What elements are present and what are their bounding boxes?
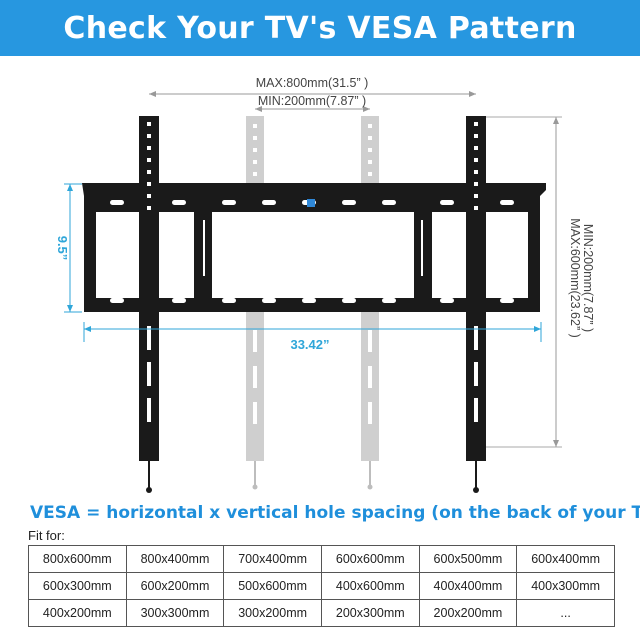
table-cell: 400x600mm <box>320 572 420 600</box>
table-cell: 800x400mm <box>125 545 225 573</box>
table-cell: ... <box>516 599 615 627</box>
table-cell: 200x300mm <box>320 599 420 627</box>
table-row: 800x600mm 800x400mm 700x400mm 600x600mm … <box>28 545 615 573</box>
bracket-width-label: 33.42” <box>290 337 329 352</box>
table-cell: 600x400mm <box>516 545 615 573</box>
title-banner: Check Your TV's VESA Pattern <box>0 0 640 56</box>
table-cell: 400x200mm <box>28 599 127 627</box>
table-cell: 800x600mm <box>28 545 127 573</box>
vesa-size-table: 800x600mm 800x400mm 700x400mm 600x600mm … <box>28 545 615 627</box>
table-cell: 300x300mm <box>125 599 225 627</box>
max-height-label: MAX:600mm(23.62” ) <box>568 218 582 337</box>
table-cell: 400x400mm <box>418 572 518 600</box>
table-cell: 600x600mm <box>320 545 420 573</box>
vesa-diagram: MAX:800mm(31.5” ) MIN:200mm(7.87” ) MAX:… <box>55 76 595 493</box>
fit-for-label: Fit for: <box>28 528 65 543</box>
max-height-dimension <box>486 116 562 448</box>
table-cell: 600x200mm <box>125 572 225 600</box>
wall-plate <box>82 183 546 312</box>
table-row: 400x200mm 300x300mm 300x200mm 200x300mm … <box>28 599 615 627</box>
max-width-label: MAX:800mm(31.5” ) <box>256 76 369 90</box>
table-cell: 600x300mm <box>28 572 127 600</box>
min-width-dimension <box>255 106 370 112</box>
table-row: 600x300mm 600x200mm 500x600mm 400x600mm … <box>28 572 615 600</box>
table-cell: 600x500mm <box>418 545 518 573</box>
table-cell: 200x200mm <box>418 599 518 627</box>
vesa-definition: VESA = horizontal x vertical hole spacin… <box>30 503 640 523</box>
table-cell: 300x200mm <box>223 599 322 627</box>
min-height-label: MIN:200mm(7.87” ) <box>581 224 595 332</box>
bracket-width-dimension <box>83 322 542 342</box>
max-width-dimension <box>149 91 476 97</box>
table-cell: 700x400mm <box>223 545 322 573</box>
bracket-arm-left <box>139 116 159 493</box>
bracket-arm-right <box>466 116 486 493</box>
page-title: Check Your TV's VESA Pattern <box>63 10 577 46</box>
bracket-height-label: 9.5” <box>55 236 70 261</box>
table-cell: 500x600mm <box>223 572 322 600</box>
bracket-height-dimension <box>64 183 82 313</box>
table-cell: 400x300mm <box>516 572 615 600</box>
min-width-label: MIN:200mm(7.87” ) <box>258 94 366 108</box>
